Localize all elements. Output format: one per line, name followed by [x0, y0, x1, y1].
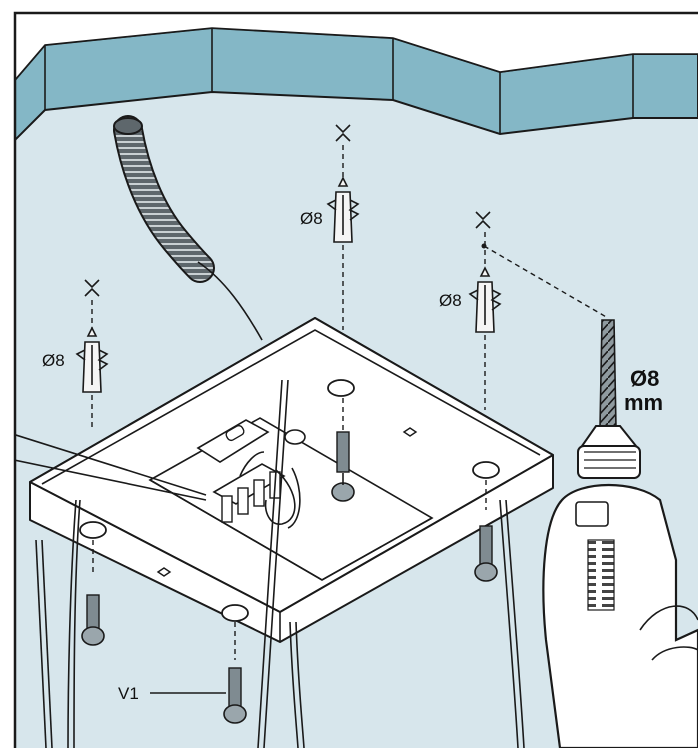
wall-plug-left: [75, 326, 109, 393]
corrugated-conduit: [113, 115, 263, 341]
drill-diameter-label: Ø8: [630, 366, 659, 391]
frame-border: [13, 11, 698, 748]
wall-plug-right: [468, 266, 502, 333]
drill-mark-right: [475, 211, 609, 410]
plug-left-label: Ø8: [42, 351, 65, 370]
cables: [35, 379, 525, 748]
screw-left: [81, 540, 105, 646]
wall-plug-top: [326, 176, 360, 243]
mounting-plate: [15, 317, 554, 643]
drill-mark-left: [84, 279, 100, 430]
power-drill: [542, 319, 698, 748]
screw-v1: [150, 622, 247, 724]
screw-right: [474, 480, 498, 582]
plug-top-label: Ø8: [300, 209, 323, 228]
plug-right-label: Ø8: [439, 291, 462, 310]
drill-mark-top: [335, 124, 351, 330]
screw-ref-label: V1: [118, 684, 139, 703]
drill-unit-label: mm: [624, 390, 663, 415]
screw-center: [331, 398, 355, 502]
